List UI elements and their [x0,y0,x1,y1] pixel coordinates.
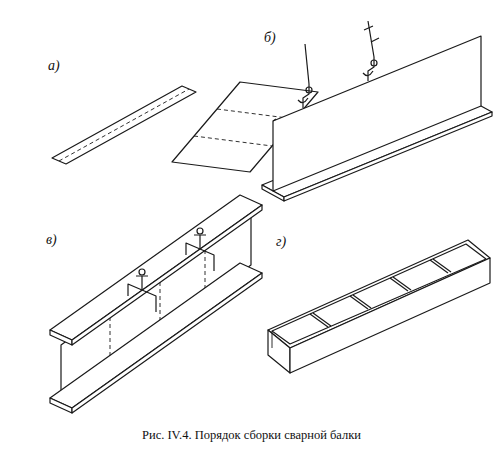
t-section [262,21,492,201]
figure-letter: г) [274,234,288,250]
figure-letter: б) [262,30,278,46]
box-section [268,240,490,373]
clamp [128,228,214,312]
figure-caption: Рис. IV.4. Порядок сборки сварной балки [142,428,361,443]
figure-letter: в) [44,232,59,248]
figure-letter: а) [46,58,62,74]
i-beam [50,195,262,413]
crane-hook [298,21,379,108]
